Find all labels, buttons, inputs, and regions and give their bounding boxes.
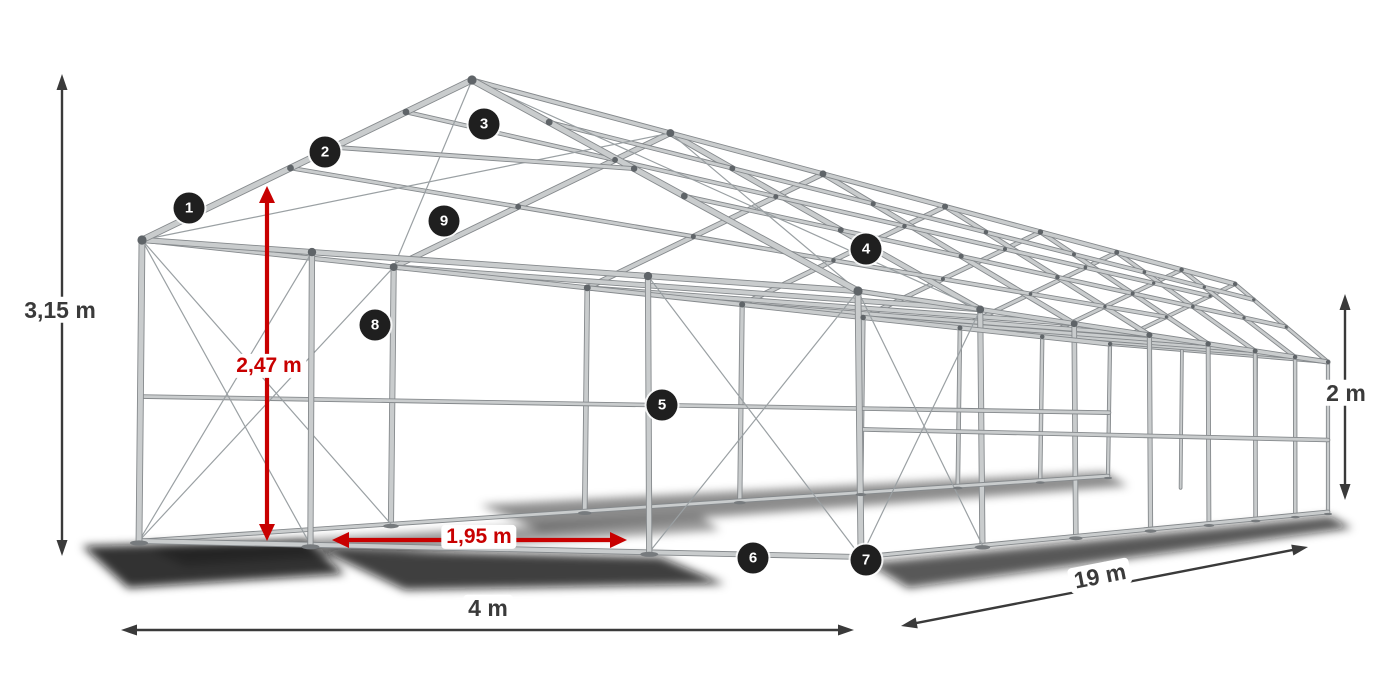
part-badge-8: 8 — [359, 309, 391, 341]
part-badge-5: 5 — [646, 389, 678, 421]
part-badge-4: 4 — [850, 233, 882, 265]
dimension-entrance-width: 1,95 m — [441, 524, 517, 550]
part-badge-2: 2 — [309, 136, 341, 168]
dimension-total-height: 3,15 m — [19, 296, 101, 324]
dimension-clearance-height: 2,47 m — [231, 353, 307, 379]
part-badge-1: 1 — [173, 192, 205, 224]
part-badge-9: 9 — [428, 205, 460, 237]
dimension-side-height: 2 m — [1321, 379, 1371, 407]
dimension-width: 4 m — [463, 594, 513, 622]
part-badge-7: 7 — [850, 544, 882, 576]
part-badge-3: 3 — [468, 108, 500, 140]
part-badge-6: 6 — [737, 542, 769, 574]
